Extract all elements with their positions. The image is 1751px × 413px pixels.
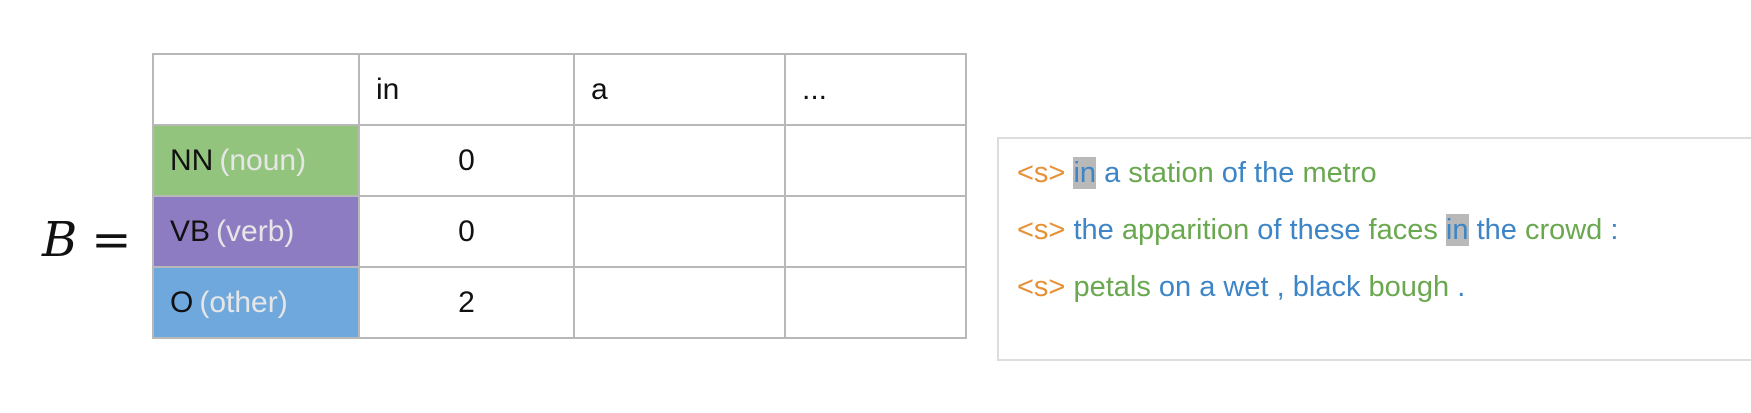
table-cell: 0 bbox=[358, 124, 575, 197]
table-cell: 0 bbox=[358, 195, 575, 268]
sentence-token: apparition bbox=[1121, 214, 1250, 246]
column-header-in: in bbox=[358, 53, 575, 126]
table-row-vb: VB(verb) 0 bbox=[152, 195, 967, 268]
header-row: in a ... bbox=[152, 53, 967, 126]
sentence-token: <s> bbox=[1017, 214, 1066, 246]
table-cell bbox=[784, 124, 967, 197]
table-cell bbox=[784, 266, 967, 339]
table-cell bbox=[573, 266, 786, 339]
sentence-token: . bbox=[1457, 271, 1466, 303]
row-header-o: O(other) bbox=[152, 266, 360, 339]
sentence-token: the bbox=[1476, 214, 1517, 246]
sentence-token: of bbox=[1221, 157, 1246, 189]
sentence-token: crowd bbox=[1524, 214, 1603, 246]
sentence-token: the bbox=[1073, 214, 1114, 246]
sentence-panel: <s> in a station of the metro <s> the ap… bbox=[997, 137, 1751, 361]
sentence-token: bough bbox=[1368, 271, 1450, 303]
table-row-nn: NN(noun) 0 bbox=[152, 124, 967, 197]
matrix-symbol: B bbox=[42, 212, 78, 268]
equals-sign: = bbox=[91, 212, 132, 268]
highlighted-token: in bbox=[1445, 214, 1469, 246]
row-header-nn: NN(noun) bbox=[152, 124, 360, 197]
row-description: (other) bbox=[199, 285, 288, 319]
table-cell: 2 bbox=[358, 266, 575, 339]
table-cell bbox=[573, 124, 786, 197]
row-tag: VB bbox=[170, 214, 211, 248]
row-tag: NN bbox=[170, 143, 214, 177]
sentence-token: petals bbox=[1073, 271, 1151, 303]
corner-cell bbox=[152, 53, 360, 126]
sentence-line: <s> petals on a wet , black bough . bbox=[1017, 271, 1465, 304]
sentence-token: , bbox=[1276, 271, 1285, 303]
sentence-token: metro bbox=[1302, 157, 1377, 189]
matrix-label: B= bbox=[42, 212, 132, 268]
column-header-a: a bbox=[573, 53, 786, 126]
sentence-line: <s> the apparition of these faces in the… bbox=[1017, 214, 1618, 247]
emission-matrix-table: in a ... NN(noun) 0 VB(verb) 0 O(other) … bbox=[152, 53, 967, 339]
table-cell bbox=[784, 195, 967, 268]
sentence-token: black bbox=[1292, 271, 1361, 303]
sentence-token: a bbox=[1104, 157, 1121, 189]
sentence-token: these bbox=[1289, 214, 1361, 246]
row-tag: O bbox=[170, 285, 194, 319]
sentence-line: <s> in a station of the metro bbox=[1017, 157, 1377, 190]
table-row-o: O(other) 2 bbox=[152, 266, 967, 339]
sentence-token: the bbox=[1254, 157, 1295, 189]
row-description: (noun) bbox=[219, 143, 307, 177]
highlighted-token: in bbox=[1073, 157, 1097, 189]
sentence-token: wet bbox=[1223, 271, 1269, 303]
sentence-token: a bbox=[1199, 271, 1216, 303]
sentence-token: on bbox=[1158, 271, 1192, 303]
sentence-token: of bbox=[1257, 214, 1282, 246]
sentence-token: station bbox=[1128, 157, 1214, 189]
row-header-vb: VB(verb) bbox=[152, 195, 360, 268]
table-cell bbox=[573, 195, 786, 268]
sentence-token: <s> bbox=[1017, 157, 1066, 189]
column-header-ellipsis: ... bbox=[784, 53, 967, 126]
sentence-token: <s> bbox=[1017, 271, 1066, 303]
row-description: (verb) bbox=[216, 214, 295, 248]
sentence-token: : bbox=[1610, 214, 1619, 246]
sentence-token: faces bbox=[1368, 214, 1438, 246]
